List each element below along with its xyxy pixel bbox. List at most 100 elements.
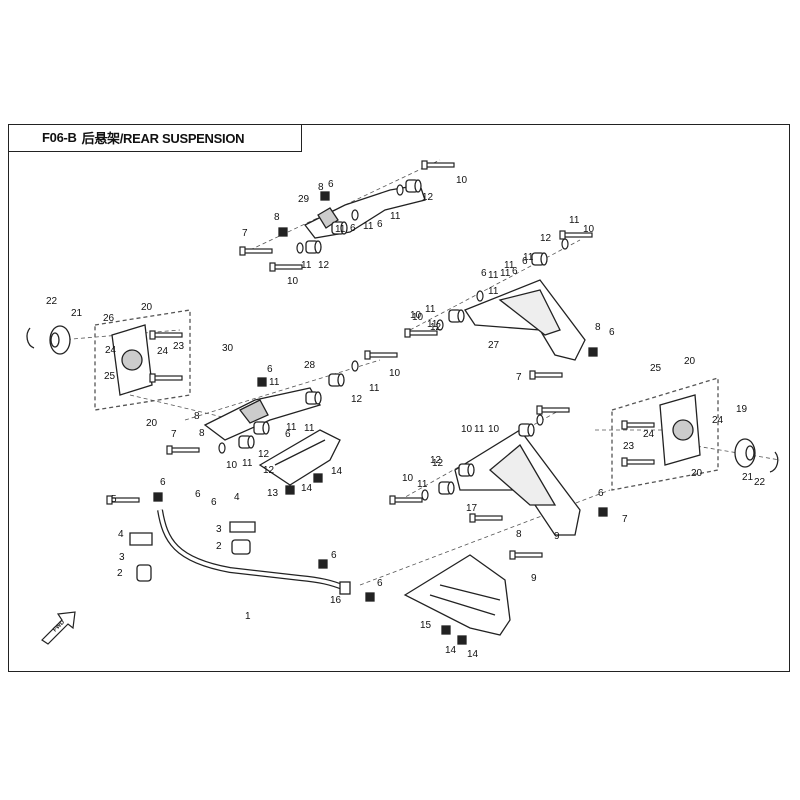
callout-lower-arm-left-3: 12	[351, 394, 363, 405]
callout-upper-arm-top-10: 6	[350, 223, 356, 234]
callout-knuckle-left-6: 24	[105, 345, 117, 356]
callout-upper-arm-top-13: 11	[301, 260, 312, 271]
callout-knuckle-right-1: 25	[650, 363, 662, 374]
callout-upper-arm-right-2: 12	[540, 233, 552, 244]
callout-knuckle-left-3: 20	[141, 302, 153, 313]
callout-stabilizer-8: 2	[216, 541, 222, 552]
callout-stabilizer-6: 3	[216, 524, 222, 535]
callout-lower-arm-left-7: 8	[199, 428, 205, 439]
callout-lower-arm-right-3: 11	[504, 260, 515, 271]
callout-stabilizer-0: 5	[111, 494, 117, 505]
callout-upper-arm-top-14: 10	[287, 276, 299, 287]
upper-arm-top	[239, 160, 455, 272]
callout-knuckle-right-5: 23	[623, 441, 635, 452]
callout-upper-arm-right-9: 12	[430, 322, 442, 333]
callout-upper-arm-right-0: 11	[569, 215, 580, 226]
callout-lower-arm-right-2: 6	[522, 256, 528, 267]
skid-plate-large	[403, 554, 511, 645]
callout-upper-arm-right-10: 11	[425, 304, 436, 315]
callout-upper-arm-right-1: 10	[583, 224, 595, 235]
callout-lower-arm-left-13: 11	[242, 458, 253, 469]
callout-knuckle-left-4: 24	[157, 346, 169, 357]
callout-knuckle-right-7: 21	[742, 472, 754, 483]
callout-stabilizer-2: 6	[195, 489, 201, 500]
callout-knuckle-right-0: 20	[684, 356, 696, 367]
lower-arm-right	[389, 405, 608, 560]
callout-lower-arm-left-10: 11	[304, 423, 315, 434]
callout-upper-arm-top-7: 11	[390, 211, 401, 222]
callout-knuckle-left-5: 23	[173, 341, 185, 352]
callout-knuckle-right-4: 24	[643, 429, 655, 440]
callout-skid-plate-small-0: 13	[267, 488, 279, 499]
callout-knuckle-right-2: 19	[736, 404, 748, 415]
callout-lower-arm-right-9: 10	[461, 424, 473, 435]
callout-lower-arm-right-7: 11	[417, 479, 428, 490]
callout-skid-plate-large-0: 15	[420, 620, 432, 631]
callout-stabilizer-7: 3	[119, 552, 125, 563]
callout-stabilizer-4: 4	[234, 492, 240, 503]
callout-lower-arm-right-14: 6	[598, 488, 604, 499]
callout-lower-arm-right-11: 10	[488, 424, 500, 435]
callout-lower-arm-right-10: 11	[474, 424, 485, 435]
callout-knuckle-right-6: 20	[691, 468, 703, 479]
callout-skid-plate-small-1: 14	[301, 483, 313, 494]
callout-skid-plate-small-2: 14	[331, 466, 343, 477]
callout-knuckle-left-1: 21	[71, 308, 83, 319]
callout-lower-arm-left-5: 10	[389, 368, 401, 379]
skid-plate-small	[258, 429, 341, 495]
callout-upper-arm-right-5: 11	[500, 268, 511, 279]
fwd-arrow-icon	[41, 611, 76, 645]
callout-upper-arm-top-0: 29	[298, 194, 310, 205]
callout-lower-arm-left-6: 7	[171, 429, 177, 440]
callout-upper-arm-top-2: 6	[328, 179, 334, 190]
callout-lower-arm-left-4: 11	[369, 383, 380, 394]
upper-arm-right	[404, 230, 598, 380]
callout-lower-arm-left-14: 12	[263, 465, 275, 476]
callout-upper-arm-right-4: 6	[512, 266, 518, 277]
callout-knuckle-left-7: 30	[222, 343, 234, 354]
knuckle-left	[26, 309, 191, 411]
callout-lower-arm-left-8: 11	[269, 377, 280, 388]
callout-stabilizer-11: 6	[331, 550, 337, 561]
callout-stabilizer-12: 16	[330, 595, 342, 606]
callout-knuckle-left-2: 26	[103, 313, 115, 324]
callout-upper-arm-top-11: 11	[335, 224, 346, 235]
leader-lines	[59, 159, 781, 586]
callout-upper-arm-right-6: 6	[481, 268, 487, 279]
callout-lower-arm-right-8: 12	[430, 455, 442, 466]
diagram-code: F06-B	[42, 130, 77, 145]
callout-lower-arm-right-1: 11	[427, 319, 438, 330]
callout-upper-arm-top-5: 10	[456, 175, 468, 186]
callout-lower-arm-right-17: 9	[554, 531, 560, 542]
callout-lower-arm-right-16: 9	[531, 573, 537, 584]
callout-knuckle-left-0: 22	[46, 296, 58, 307]
callout-lower-arm-left-12: 10	[226, 460, 238, 471]
callout-knuckle-left-9: 20	[146, 418, 158, 429]
diagram-title: 后悬架/REAR SUSPENSION	[81, 131, 245, 146]
callout-stabilizer-10: 1	[245, 611, 251, 622]
callout-upper-arm-top-6: 12	[422, 192, 434, 203]
stabilizer-bar	[106, 492, 375, 602]
callout-upper-arm-top-8: 6	[377, 219, 383, 230]
callout-knuckle-right-8: 22	[754, 477, 766, 488]
diagram-frame	[8, 124, 790, 672]
callout-knuckle-left-8: 25	[104, 371, 116, 382]
callout-stabilizer-1: 6	[160, 477, 166, 488]
callout-lower-arm-left-1: 6	[267, 364, 273, 375]
callout-upper-arm-top-3: 7	[242, 228, 248, 239]
callout-lower-arm-right-12: 17	[466, 503, 478, 514]
callout-upper-arm-right-7: 11	[488, 286, 499, 297]
callout-upper-arm-right-13: 6	[609, 327, 615, 338]
callout-upper-arm-right-12: 8	[595, 322, 601, 333]
callout-skid-plate-large-1: 14	[445, 645, 457, 656]
callout-lower-arm-left-11: 12	[258, 449, 270, 460]
callout-knuckle-right-3: 24	[712, 415, 724, 426]
callout-upper-arm-top-4: 8	[274, 212, 280, 223]
callout-stabilizer-13: 6	[377, 578, 383, 589]
callout-lower-arm-right-13: 8	[516, 529, 522, 540]
callout-skid-plate-large-2: 14	[467, 649, 479, 660]
callout-upper-arm-right-8: 10	[410, 310, 422, 321]
